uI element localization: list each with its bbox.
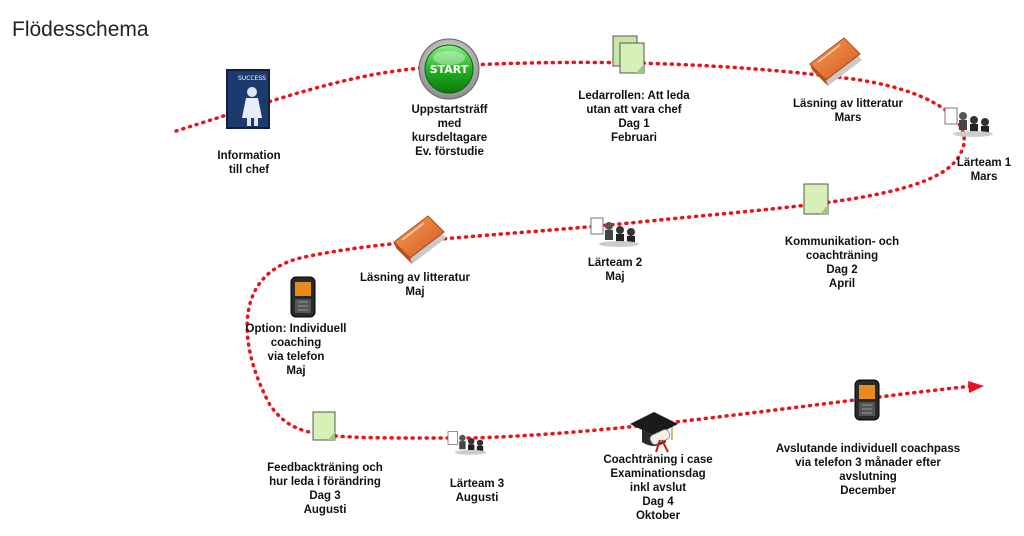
documents-icon xyxy=(612,35,645,74)
graduation-cap-icon xyxy=(630,412,678,453)
book-icon xyxy=(809,37,862,86)
page-title: Flödesschema xyxy=(12,18,149,41)
meeting-icon xyxy=(447,431,487,455)
poster-image-icon: SUCCESS xyxy=(226,69,270,129)
meeting-icon xyxy=(590,217,639,247)
phone-icon xyxy=(854,379,880,421)
start-button-label: START xyxy=(430,63,469,76)
document-icon xyxy=(312,411,336,441)
svg-text:SUCCESS: SUCCESS xyxy=(238,75,266,82)
book-icon xyxy=(393,215,446,264)
document-icon xyxy=(803,183,829,215)
start-button-icon: START xyxy=(418,38,480,100)
arrow-head xyxy=(968,381,984,393)
phone-icon xyxy=(290,276,316,318)
meeting-icon xyxy=(944,107,993,137)
